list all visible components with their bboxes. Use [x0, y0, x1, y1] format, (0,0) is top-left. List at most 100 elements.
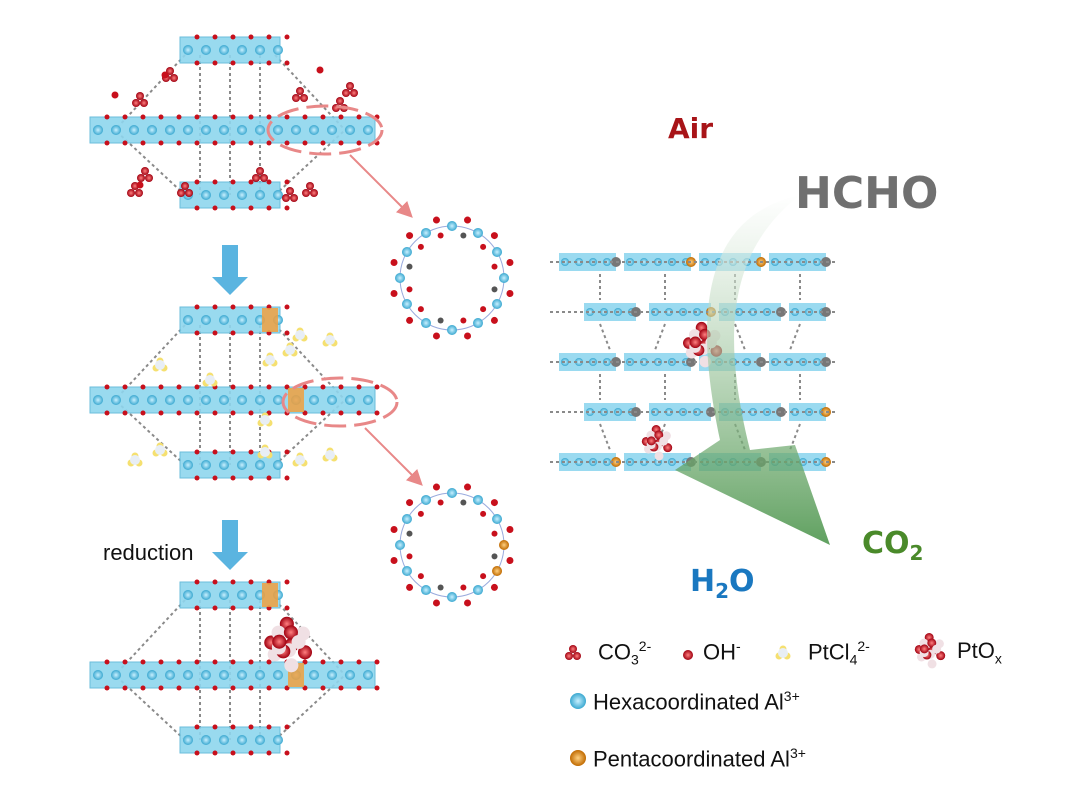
oxygen-atom: [158, 114, 164, 120]
oxygen-atom: [390, 557, 398, 565]
hexacoordinated-al-atom: [273, 395, 283, 405]
oxygen-atom: [417, 243, 424, 250]
oxygen-atom: [176, 685, 182, 691]
oxygen-atom: [284, 475, 290, 481]
hexacoordinated-al-atom: [255, 125, 265, 135]
ring-bond: [399, 492, 505, 598]
oxygen-atom: [158, 140, 164, 146]
oxygen-atom: [406, 499, 414, 507]
hexacoordinated-al-atom: [165, 395, 175, 405]
h2o-h: H: [690, 564, 716, 599]
oxygen-atom: [248, 724, 254, 730]
highlight-ellipse: [281, 376, 399, 428]
oxygen-atom: [417, 573, 424, 580]
oxygen-atom: [212, 304, 218, 310]
hexacoordinated-al-atom: [447, 325, 457, 335]
oxygen-atom: [460, 317, 467, 324]
oxygen-atom: [464, 483, 472, 491]
hexacoordinated-al-atom: [749, 308, 757, 316]
hexacoordinated-al-atom: [473, 227, 483, 238]
oxygen-atom: [122, 685, 128, 691]
oxygen-atom: [284, 304, 290, 310]
legend-co3-sub: 3: [631, 651, 639, 668]
pore-rings: [390, 216, 514, 607]
ptox-cluster: [919, 644, 929, 654]
oxygen-atom: [406, 530, 413, 537]
ptcl4-ion: [155, 360, 165, 370]
oxygen-atom: [338, 410, 344, 416]
grid-rod-row: [550, 303, 835, 321]
ptox-cluster: [654, 430, 664, 440]
hexacoordinated-al-atom: [93, 670, 103, 680]
ptcl4-ion: [325, 450, 335, 460]
ptox-cluster: [272, 634, 287, 649]
carbonate-ion: [292, 94, 300, 102]
hexacoordinated-al-atom: [492, 514, 503, 524]
carbonate-ion: [140, 99, 148, 107]
carbonate-ion: [260, 174, 268, 182]
legend-co3-sup: 2-: [638, 638, 652, 654]
oxygen-atom: [248, 304, 254, 310]
mof-structure: [89, 579, 380, 756]
oxygen-atom: [212, 114, 218, 120]
hexacoordinated-al-atom: [743, 358, 751, 366]
carbonate-ion: [306, 182, 314, 190]
ptox-cluster: [284, 658, 299, 673]
oxygen-atom: [212, 330, 218, 336]
oxygen-atom: [122, 140, 128, 146]
hexacoordinated-al-atom: [327, 125, 337, 135]
ptox-cluster: [932, 644, 942, 654]
hexacoordinated-al-atom: [473, 318, 483, 329]
hexacoordinated-al-atom: [237, 670, 247, 680]
oxygen-atom: [194, 384, 200, 390]
legend-ptox-base: PtO: [957, 638, 995, 663]
ptcl4-ion: [265, 355, 275, 365]
oxygen-atom: [480, 306, 487, 313]
oxygen-atom: [266, 750, 272, 756]
ptcl4-ion: [155, 445, 165, 455]
oxygen-atom: [320, 384, 326, 390]
oxygen-atom: [140, 114, 146, 120]
oxygen-atom: [406, 286, 413, 293]
carbonate-ion: [137, 174, 145, 182]
linker-chain: [654, 323, 666, 351]
hexacoordinated-al-atom: [201, 460, 211, 470]
hexacoordinated-al-atom: [499, 273, 509, 283]
oxygen-atom: [212, 605, 218, 611]
oxygen-atom: [194, 114, 200, 120]
oxygen-atom: [248, 750, 254, 756]
hexacoordinated-al-atom: [183, 460, 193, 470]
hexacoordinated-al-atom: [785, 358, 793, 366]
ptox-cluster: [659, 436, 669, 446]
oxygen-atom: [194, 304, 200, 310]
legend-co3: CO32-: [598, 638, 651, 668]
carbonate-ion: [127, 189, 135, 197]
co2-text: CO: [862, 526, 910, 561]
oxygen-atom: [506, 258, 514, 266]
oxygen-atom: [194, 60, 200, 66]
oxygen-atom: [320, 114, 326, 120]
oxygen-atom: [212, 179, 218, 185]
hydroxide-ion: [316, 66, 324, 74]
oxygen-atom: [266, 384, 272, 390]
oxygen-atom: [248, 205, 254, 211]
hydroxide-icon: [683, 650, 693, 660]
oxygen-atom: [266, 114, 272, 120]
oxygen-atom: [230, 205, 236, 211]
oxygen-atom: [490, 316, 498, 324]
oxygen-atom: [406, 316, 414, 324]
oxygen-atom: [140, 659, 146, 665]
oxygen-atom: [266, 140, 272, 146]
hexacoordinated-al-atom: [183, 315, 193, 325]
oxygen-atom: [122, 114, 128, 120]
carbonate-ion: [252, 174, 260, 182]
oxygen-atom: [248, 410, 254, 416]
hexacoordinated-al-atom: [273, 125, 283, 135]
oxygen-atom: [122, 659, 128, 665]
hexacoordinated-al-atom: [575, 258, 583, 266]
hexacoordinated-al-atom: [255, 45, 265, 55]
legend-hexa: Hexacoordinated Al3+: [593, 688, 800, 715]
hexacoordinated-al-atom: [237, 735, 247, 745]
oxygen-atom: [480, 243, 487, 250]
oxygen-atom: [194, 579, 200, 585]
